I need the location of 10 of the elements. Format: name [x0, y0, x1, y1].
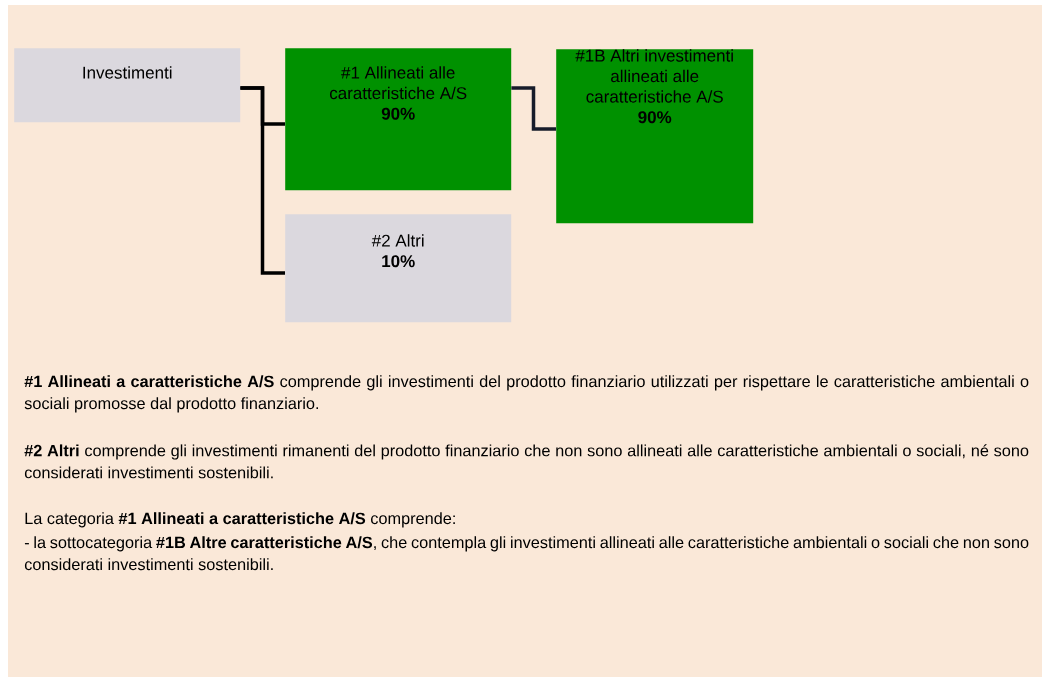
category-box: #1 Allineati alle caratteristiche A/S 90%: [285, 48, 512, 191]
description-text: #2 Altri comprende gli investimenti rimanenti del prodotto finanziario che non sono allineati alle caratteristiche ambientali o sociali, né sono considerati investimenti sostenibili.: [24, 444, 1029, 479]
description-text: La categoria #1 Allineati a caratteristiche A/S comprende:: [25, 512, 455, 528]
category-box: Investimenti: [14, 48, 241, 123]
connector-line: [240, 86, 285, 275]
connector-line: [511, 86, 556, 131]
category-box: #1B Altri investimenti allineati alle caratteristiche A/S 90%: [556, 49, 754, 224]
description-text: - la sottocategoria #1B Altre caratteristiche A/S, che contempla gli investimenti allineati alle caratteristiche ambientali o sociali che non sono considerati investimenti sostenibili.: [24, 536, 1029, 571]
description-text: #1 Allineati a caratteristiche A/S comprende gli investimenti del prodotto finanziario utilizzati per rispettare le caratteristiche ambientali o sociali promosse dal prodotto finanziario.: [24, 375, 1029, 413]
category-box: #2 Altri 10%: [285, 214, 512, 323]
